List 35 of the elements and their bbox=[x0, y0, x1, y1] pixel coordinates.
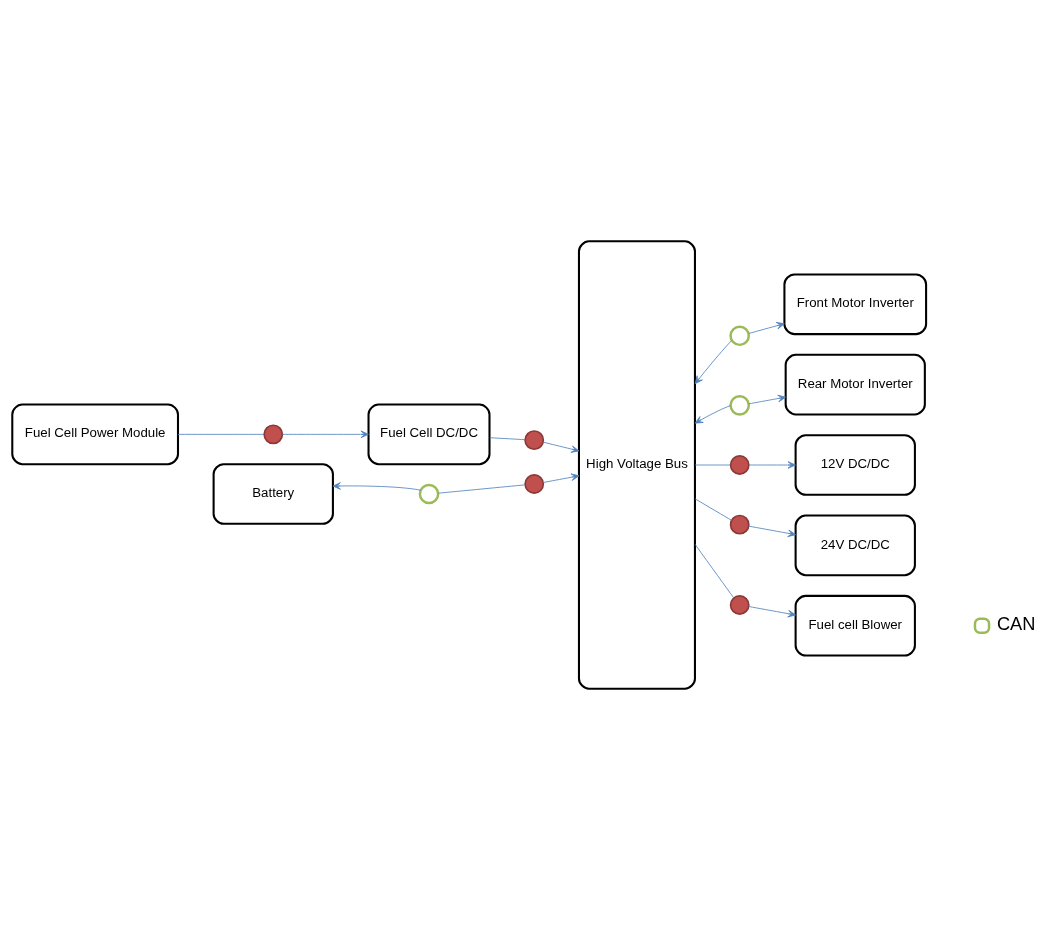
node-box: Rear Motor Inverter bbox=[784, 353, 926, 416]
node-box: Fuel Cell DC/DC bbox=[367, 403, 491, 466]
arrow bbox=[748, 322, 785, 334]
node-circle bbox=[524, 430, 545, 451]
arrow bbox=[748, 606, 796, 618]
connector bbox=[489, 437, 526, 441]
node-circle bbox=[729, 455, 750, 475]
node-box: Fuel cell Blower bbox=[794, 594, 916, 657]
connector bbox=[694, 544, 735, 599]
connector bbox=[437, 484, 526, 494]
node-box: 24V DC/DC bbox=[794, 514, 916, 577]
arrow bbox=[542, 441, 580, 453]
node-circle bbox=[729, 325, 751, 347]
node-circle bbox=[729, 395, 751, 416]
connector bbox=[694, 498, 733, 521]
node-box: Fuel Cell Power Module bbox=[11, 403, 180, 466]
arrow bbox=[748, 525, 796, 538]
node-circle bbox=[524, 474, 545, 494]
node-box: 12V DC/DC bbox=[794, 434, 916, 496]
node-box: Front Motor Inverter bbox=[783, 273, 928, 336]
arrow bbox=[281, 430, 369, 439]
legend-label: CAN bbox=[996, 614, 1036, 635]
arrow bbox=[332, 482, 422, 491]
node-circle bbox=[263, 424, 284, 445]
arrow bbox=[748, 394, 787, 405]
arrow bbox=[748, 461, 796, 469]
arrow bbox=[694, 405, 731, 424]
arrow bbox=[694, 340, 733, 385]
node-box: High Voltage Bus bbox=[577, 240, 696, 690]
arrow bbox=[542, 473, 580, 483]
node-box: Battery bbox=[212, 463, 334, 525]
node-circle bbox=[729, 514, 750, 535]
node-circle bbox=[418, 483, 440, 505]
node-circle bbox=[729, 595, 750, 615]
connector bbox=[177, 433, 265, 435]
